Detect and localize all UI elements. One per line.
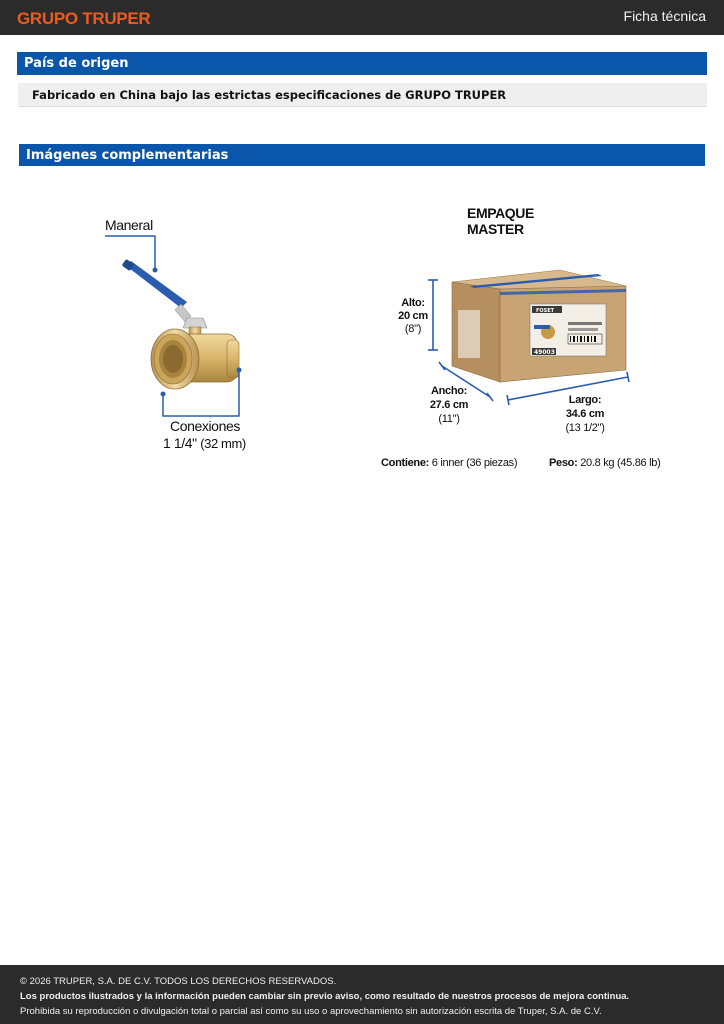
width-cm: 27.6 cm	[429, 399, 469, 411]
handle-label: Maneral	[105, 217, 153, 233]
top-bar: GRUPO TRUPER Ficha técnica	[0, 0, 724, 35]
document-title: Ficha técnica	[623, 8, 706, 24]
height-label: Alto:	[401, 297, 425, 309]
package-title: EMPAQUE MASTER	[467, 205, 534, 237]
connection-size-line: 1 1/4" (32 mm)	[163, 435, 246, 451]
length-dimension: Largo: 34.6 cm (13 1/2")	[552, 393, 618, 435]
origin-section-header: País de origen	[17, 52, 707, 75]
svg-text:FOSET: FOSET	[536, 308, 555, 314]
weight-label: Peso:	[549, 457, 578, 469]
images-section-title: Imágenes complementarias	[26, 147, 229, 163]
package-contents: Contiene: 6 inner (36 piezas)	[381, 457, 518, 469]
contents-label: Contiene:	[381, 457, 430, 469]
images-section-header: Imágenes complementarias	[19, 144, 705, 166]
ball-valve-illustration	[105, 235, 242, 417]
footer-notice: Los productos ilustrados y la informació…	[20, 991, 630, 1002]
width-in: (11")	[438, 413, 460, 425]
svg-text:49003: 49003	[534, 349, 555, 356]
contents-value: 6 inner (36 piezas)	[431, 457, 518, 469]
width-label: Ancho:	[430, 385, 468, 397]
height-dimension: Alto: 20 cm (8")	[392, 297, 434, 336]
length-in: (13 1/2")	[565, 422, 605, 434]
length-cm: 34.6 cm	[565, 408, 605, 420]
brand-logo[interactable]: GRUPO TRUPER	[17, 9, 151, 28]
connection-mm: (32 mm)	[200, 436, 246, 451]
package-weight: Peso: 20.8 kg (45.86 lb)	[549, 457, 661, 469]
weight-value: 20.8 kg (45.86 lb)	[580, 457, 661, 469]
origin-text-row: Fabricado en China bajo las estrictas es…	[18, 83, 707, 107]
origin-text: Fabricado en China bajo las estrictas es…	[32, 87, 507, 102]
connections-label: Conexiones	[170, 418, 240, 434]
footer: © 2026 TRUPER, S.A. DE C.V. TODOS LOS DE…	[0, 965, 724, 1024]
footer-copyright: © 2026 TRUPER, S.A. DE C.V. TODOS LOS DE…	[20, 976, 337, 987]
footer-prohibition: Prohibida su reproducción o divulgación …	[20, 1006, 602, 1017]
connection-size: 1 1/4"	[163, 435, 197, 451]
width-dimension: Ancho: 27.6 cm (11")	[420, 384, 478, 426]
master-box-illustration: FOSET 49003	[428, 269, 630, 406]
height-in: (8")	[404, 323, 422, 335]
height-cm: 20 cm	[398, 310, 428, 322]
origin-section-title: País de origen	[24, 56, 129, 71]
length-label: Largo:	[568, 394, 602, 406]
